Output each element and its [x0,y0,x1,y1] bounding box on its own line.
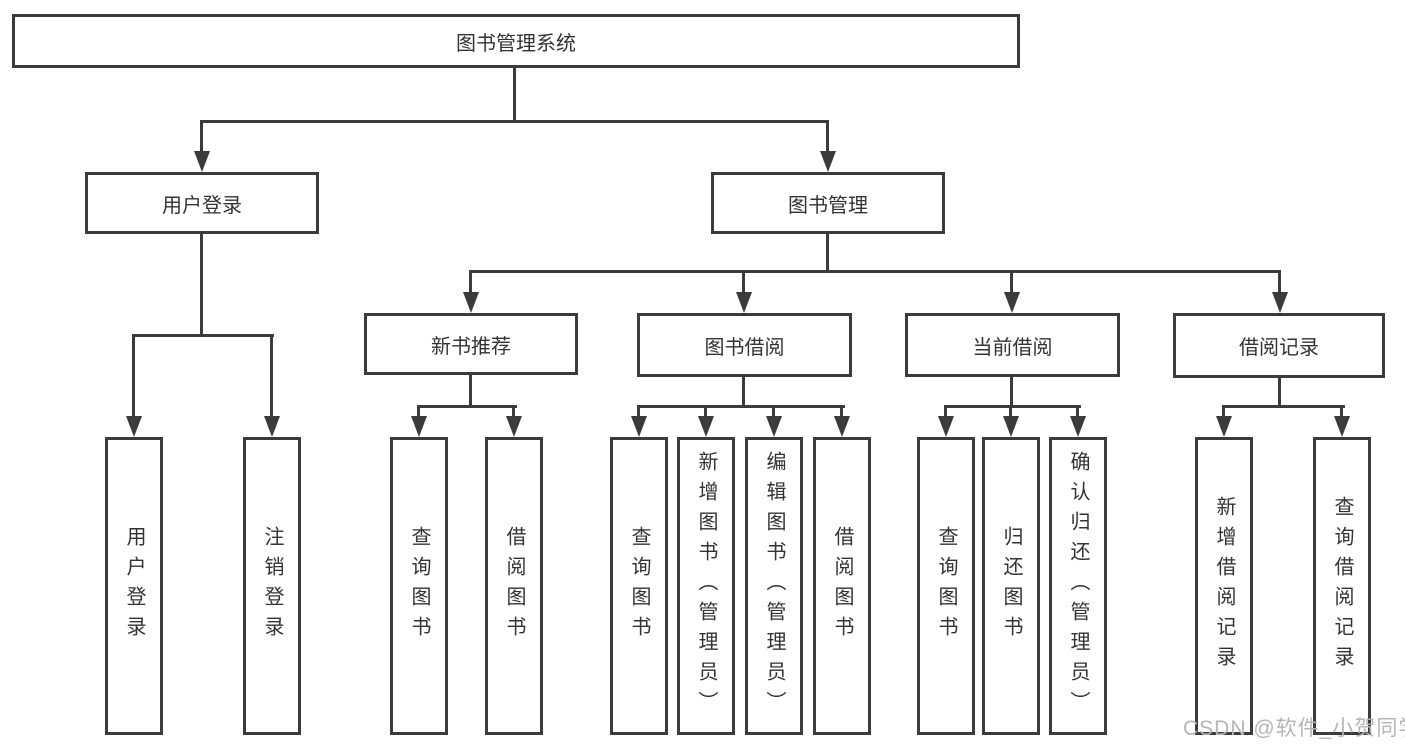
leaf-edit-book-admin: 编辑图书（管理员） [745,437,803,735]
arrowhead-to-leaf-borrow-books-2 [834,416,850,437]
node-current-borrow: 当前借阅 [905,313,1120,377]
connector-to-leaf-query-books-3 [944,405,947,418]
connector-to-leaf-add-book [704,405,707,418]
leaf-query-books-3: 查询图书 [917,437,975,735]
arrowhead-to-leaf-edit-book [766,416,782,437]
connector-to-leaf-user-login [132,334,135,418]
arrowhead-to-leaf-query-books-1 [411,416,427,437]
node-system-root: 图书管理系统 [12,14,1020,68]
connector-to-leaf-query-record [1340,405,1343,418]
connector-to-new-book-recommend [469,270,472,294]
connector-new-book-stem [469,374,472,408]
arrowhead-to-leaf-add-record [1216,416,1232,437]
connector-book-borrow-stem [742,377,745,408]
arrowhead-to-borrow-records [1272,292,1288,313]
connector-root-to-user-login [200,120,203,153]
arrowhead-to-user-login [194,151,210,172]
leaf-confirm-return-admin: 确认归还（管理员） [1049,437,1107,735]
arrowhead-to-book-management [820,151,836,172]
leaf-borrow-books-1: 借阅图书 [485,437,543,735]
leaf-user-login: 用户登录 [105,437,163,735]
connector-root-to-book-management [826,120,829,153]
connector-to-leaf-add-record [1222,405,1225,418]
connector-user-login-rail [132,334,274,337]
connector-borrow-records-stem [1278,378,1281,408]
arrowhead-to-leaf-user-login [126,416,142,437]
node-user-login: 用户登录 [85,172,319,234]
arrowhead-to-leaf-add-book [698,416,714,437]
connector-borrow-records-rail [1222,405,1345,408]
arrowhead-to-leaf-logout [264,416,280,437]
arrowhead-to-book-borrow [736,292,752,313]
connector-to-leaf-logout [270,334,273,418]
leaf-borrow-books-2: 借阅图书 [813,437,871,735]
connector-to-current-borrow [1010,270,1013,294]
leaf-add-book-admin: 新增图书（管理员） [677,437,735,735]
connector-to-leaf-return-book [1009,405,1012,418]
connector-to-leaf-confirm-return [1076,405,1079,418]
connector-to-leaf-query-books-2 [637,405,640,418]
connector-to-leaf-borrow-books-2 [840,405,843,418]
node-book-borrow: 图书借阅 [637,313,852,377]
arrowhead-to-leaf-return-book [1003,416,1019,437]
arrowhead-to-leaf-query-record [1334,416,1350,437]
leaf-return-book: 归还图书 [982,437,1040,735]
connector-user-login-stem [200,233,203,337]
node-new-book-recommend: 新书推荐 [364,313,578,375]
connector-book-management-rail [469,270,1281,273]
connector-current-borrow-stem [1010,377,1013,408]
connector-root-stem [513,68,516,121]
arrowhead-to-leaf-query-books-3 [938,416,954,437]
arrowhead-to-new-book-recommend [463,292,479,313]
leaf-add-borrow-record: 新增借阅记录 [1195,437,1253,735]
connector-to-borrow-records [1278,270,1281,294]
connector-root-rail [200,120,829,123]
arrowhead-to-leaf-confirm-return [1070,416,1086,437]
node-borrow-records: 借阅记录 [1173,313,1385,378]
connector-to-leaf-borrow-books-1 [512,405,515,418]
connector-book-borrow-rail [637,405,845,408]
connector-new-book-rail [417,405,517,408]
watermark-text: CSDN @软件_小贺同学 [1183,717,1405,740]
arrowhead-to-leaf-borrow-books-1 [506,416,522,437]
leaf-query-borrow-record: 查询借阅记录 [1313,437,1371,735]
arrowhead-to-leaf-query-books-2 [631,416,647,437]
leaf-query-books-1: 查询图书 [390,437,448,735]
arrowhead-to-current-borrow [1004,292,1020,313]
node-book-management: 图书管理 [711,172,945,234]
connector-current-borrow-rail [944,405,1081,408]
connector-book-management-stem [826,233,829,273]
leaf-query-books-2: 查询图书 [610,437,668,735]
leaf-logout: 注销登录 [243,437,301,735]
connector-to-leaf-edit-book [772,405,775,418]
connector-to-book-borrow [742,270,745,294]
connector-to-leaf-query-books-1 [417,405,420,418]
